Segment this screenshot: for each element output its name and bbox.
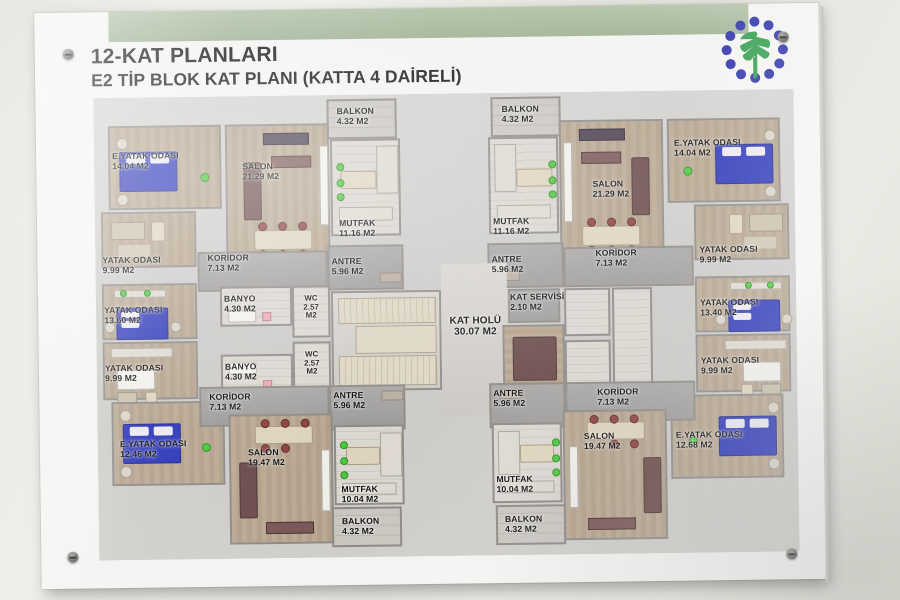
floor-plan: E.YATAK ODASI 14.04 M2 SALON 21.29 M2 BA…	[93, 89, 800, 561]
label-koridor-br: KORİDOR 7.13 M2	[597, 386, 639, 407]
label-antre-tl: ANTRE 5.96 M2	[331, 255, 364, 277]
label-yatak-odasi-1340-br: YATAK ODASI 13.40 M2	[700, 296, 759, 318]
mounting-screw-bottom-right	[786, 548, 798, 560]
label-balkon-br: BALKON 4.32 M2	[504, 513, 543, 534]
room-ebeveyn-yatak-tr	[666, 117, 781, 203]
label-koridor-tr: KORİDOR 7.13 M2	[595, 247, 637, 268]
room-salon-br	[562, 408, 669, 541]
label-kat-holu: KAT HOLÜ 30.07 M2	[449, 315, 502, 339]
label-yatak-odasi-999-tl: YATAK ODASI 9.99 M2	[102, 254, 161, 276]
label-antre-tr: ANTRE 5.96 M2	[491, 253, 524, 274]
label-banyo-top: BANYO 4.30 M2	[223, 293, 256, 314]
label-koridor-tl: KORİDOR 7.13 M2	[207, 252, 249, 273]
label-yatak-odasi-999-br: YATAK ODASI 9.99 M2	[700, 354, 760, 376]
label-wc-bottom: WC 2.57 M2	[304, 349, 320, 377]
green-header-band	[108, 3, 749, 43]
room-salon-bl	[228, 413, 335, 545]
label-banyo-bottom: BANYO 4.30 M2	[224, 361, 257, 382]
label-antre-bl: ANTRE 5.96 M2	[333, 389, 366, 411]
label-balkon-tl: BALKON 4.32 M2	[336, 105, 374, 127]
label-salon-tr: SALON 21.29 M2	[592, 178, 630, 199]
stairwell	[330, 289, 443, 392]
label-salon-bl: SALON 19.47 M2	[247, 446, 285, 468]
label-salon-br: SALON 19.47 M2	[583, 430, 621, 451]
label-yatak-odasi-999-tr: YATAK ODASI 9.99 M2	[699, 243, 758, 265]
label-mutfak-br: MUTFAK 10.04 M2	[496, 473, 534, 494]
room-salon-tl	[224, 123, 331, 263]
toki-tree-logo	[716, 11, 793, 88]
mounting-screw-bottom-left	[67, 551, 79, 563]
core-cell-right-c	[611, 287, 654, 390]
label-kat-servisi: KAT SERVİSİ 2.10 M2	[509, 291, 565, 312]
label-koridor-bl: KORİDOR 7.13 M2	[209, 391, 251, 412]
label-mutfak-bl: MUTFAK 10.04 M2	[341, 483, 379, 504]
label-antre-br: ANTRE 5.96 M2	[493, 387, 526, 408]
label-wc-top: WC 2.57 M2	[303, 293, 319, 321]
label-e-yatak-odasi-tl: E.YATAK ODASI 14.04 M2	[112, 150, 179, 171]
label-e-yatak-odasi-bl: E.YATAK ODASI 12.46 M2	[119, 438, 187, 459]
label-balkon-tr: BALKON 4.32 M2	[501, 103, 539, 124]
label-mutfak-tl: MUTFAK 11.16 M2	[338, 217, 376, 238]
core-cell-right-a	[563, 287, 611, 337]
label-e-yatak-odasi-br: E.YATAK ODASI 12.68 M2	[675, 428, 743, 450]
label-yatak-odasi-1360-bl: YATAK ODASI 13.60 M2	[104, 304, 163, 326]
mounting-screw-top-right	[777, 31, 789, 43]
information-board: 12-KAT PLANLARI E2 TİP BLOK KAT PLANI (K…	[34, 2, 826, 590]
label-mutfak-tr: MUTFAK 11.16 M2	[492, 215, 530, 236]
label-balkon-bl: BALKON 4.32 M2	[341, 515, 380, 536]
label-yatak-odasi-999-bl: YATAK ODASI 9.99 M2	[104, 362, 164, 384]
label-e-yatak-odasi-tr: E.YATAK ODASI 14.04 M2	[673, 136, 741, 158]
mounting-screw-top-left	[62, 48, 74, 60]
label-salon-tl: SALON 21.29 M2	[242, 161, 280, 182]
